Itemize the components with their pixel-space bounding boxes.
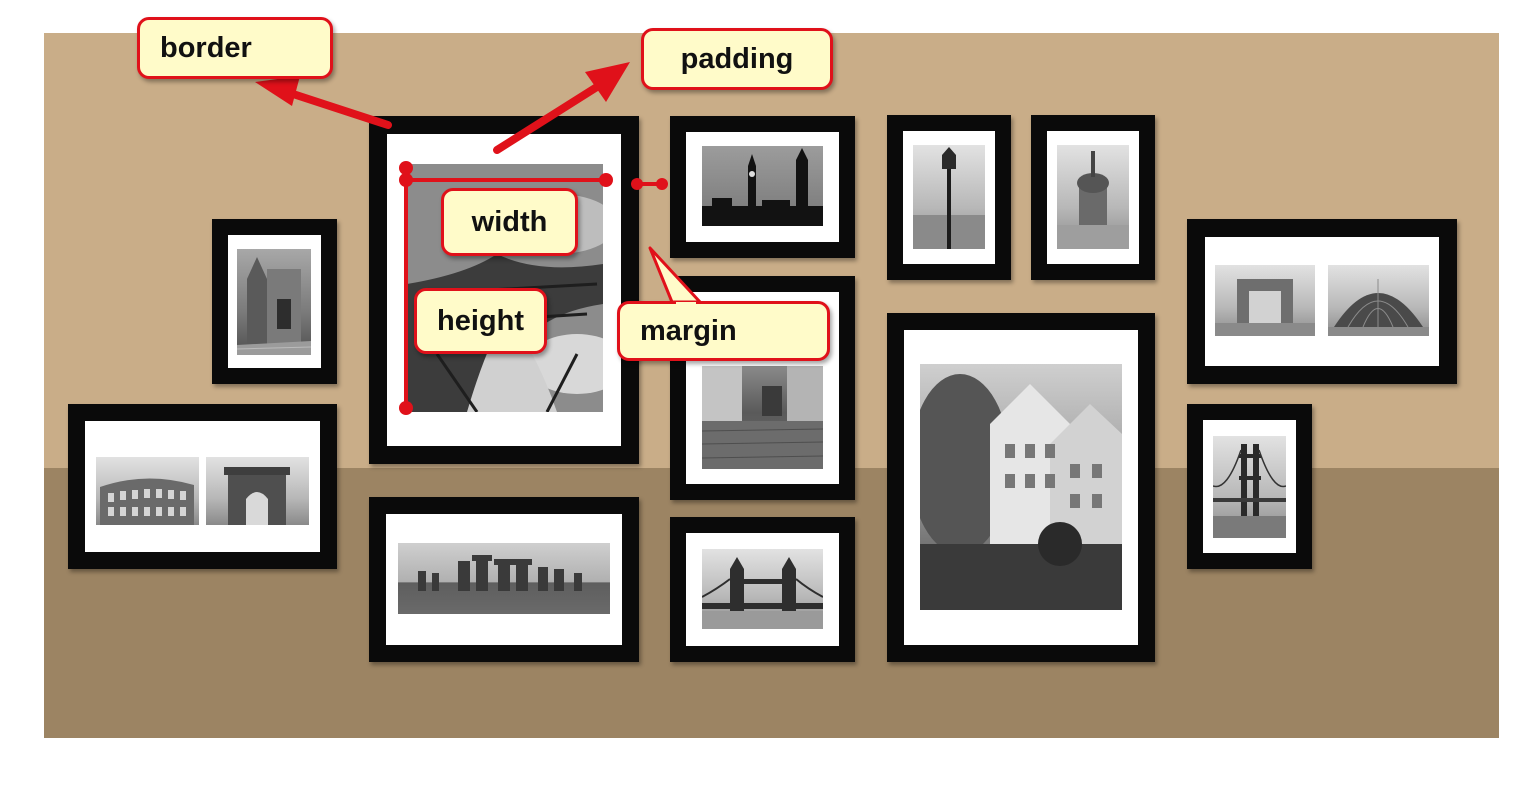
photo-colosseum [96, 457, 199, 525]
mat [686, 533, 839, 646]
mat [686, 132, 839, 242]
mat [228, 235, 321, 368]
frame-church-tower [1031, 115, 1155, 280]
mat [386, 514, 622, 645]
photo-glass-dome [1328, 265, 1429, 336]
margin-label: margin [617, 301, 830, 361]
mat [1205, 237, 1439, 366]
photo-golden-gate [1213, 436, 1286, 538]
photo-cobbled-street [702, 366, 823, 469]
photo-street-lamp [913, 145, 985, 249]
border-label: border [137, 17, 333, 79]
photo-arc-de-triomphe [206, 457, 309, 525]
mat [1203, 420, 1296, 553]
mat [85, 421, 320, 552]
frame-tower-bridge [670, 517, 855, 662]
mat [1047, 131, 1139, 264]
margin-callout-seam [676, 302, 696, 306]
padding-label: padding [641, 28, 833, 90]
photo-grande-arche [1215, 265, 1315, 336]
height-label: height [414, 288, 547, 354]
photo-stonehenge [398, 543, 610, 614]
frame-golden-gate [1187, 404, 1312, 569]
photo-tower-bridge [702, 549, 823, 629]
photo-old-town-mill [920, 364, 1122, 610]
frame-big-ben [670, 116, 855, 258]
mat [904, 330, 1138, 645]
photo-gothic-doorway [237, 249, 311, 355]
frame-gothic-doorway [212, 219, 337, 384]
width-label: width [441, 188, 578, 256]
frame-stonehenge [369, 497, 639, 662]
frame-street-lamp [887, 115, 1011, 280]
frame-grande-arche-dome [1187, 219, 1457, 384]
mat [903, 131, 995, 264]
frame-colosseum-arc [68, 404, 337, 569]
photo-church-tower [1057, 145, 1129, 249]
photo-big-ben [702, 146, 823, 226]
frame-old-town-mill [887, 313, 1155, 662]
